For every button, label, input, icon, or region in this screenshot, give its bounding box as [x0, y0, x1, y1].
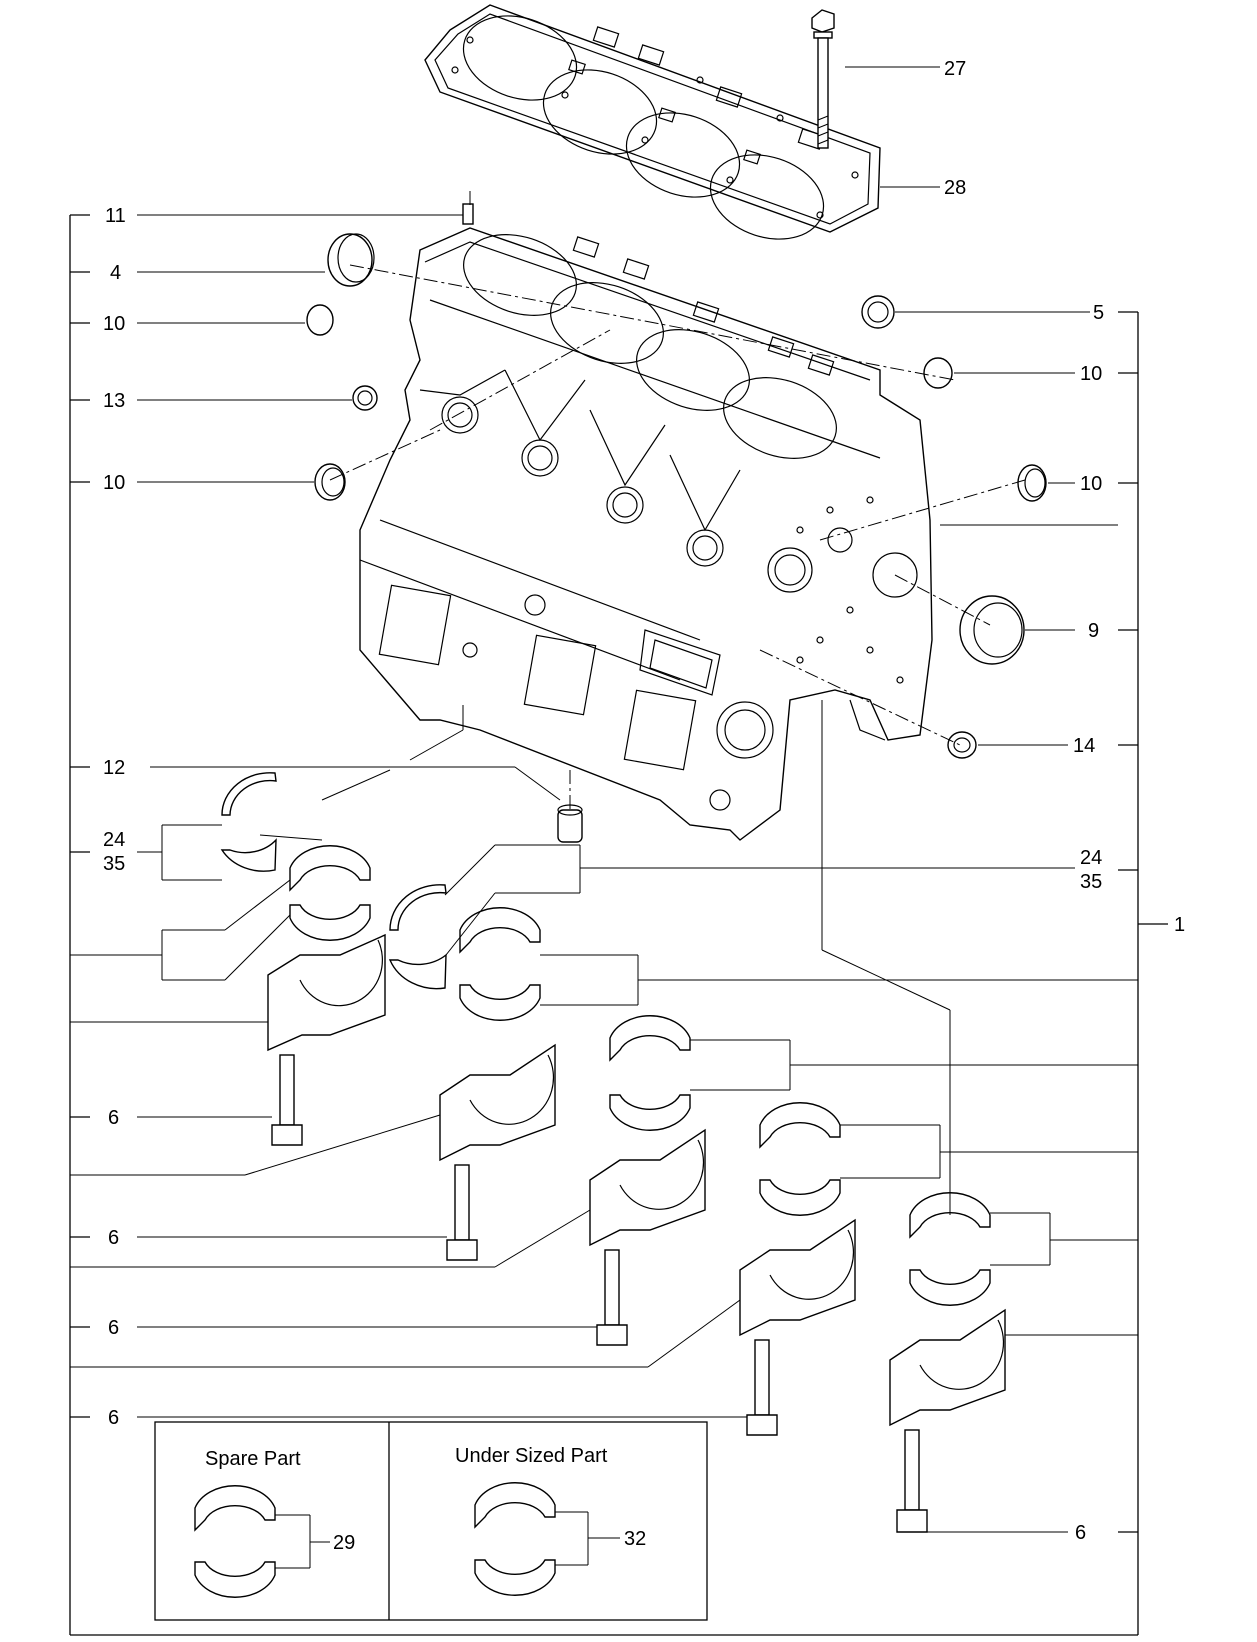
callout-24-left: 24: [103, 829, 125, 851]
spare-part-title: Spare Part: [205, 1448, 301, 1470]
callout-6-second: 6: [108, 1227, 119, 1249]
plug-10b: [314, 463, 346, 501]
callout-35-left: 35: [103, 853, 125, 875]
callout-4: 4: [110, 262, 121, 284]
bearing-set-3: [589, 1015, 706, 1346]
plug-10d: [1017, 464, 1047, 502]
plug-13: [352, 385, 378, 411]
callout-14: 14: [1073, 735, 1095, 757]
plug-10a: [306, 304, 334, 336]
center-lines: [329, 190, 1026, 810]
callout-35-right: 35: [1080, 871, 1102, 893]
bushing-9: [959, 595, 1025, 665]
callout-10-left-upper: 10: [103, 313, 125, 335]
callout-5: 5: [1093, 302, 1104, 324]
thrust-washer-left: [220, 772, 277, 872]
plug-10c: [923, 357, 953, 389]
callout-13: 13: [103, 390, 125, 412]
callout-11: 11: [105, 205, 126, 227]
plug-12: [557, 804, 583, 843]
callout-10-right-upper: 10: [1080, 363, 1102, 385]
thrust-washer-right: [388, 884, 447, 990]
callout-10-left-lower: 10: [103, 472, 125, 494]
head-gasket: [424, 4, 881, 240]
inset-box: [154, 1421, 708, 1621]
callout-32: 32: [624, 1528, 646, 1550]
callout-28: 28: [944, 177, 966, 199]
leader-lines: [70, 66, 1138, 1533]
head-bolt: [811, 9, 835, 149]
bearing-set-5: [889, 1192, 1006, 1533]
callout-6-fourth: 6: [108, 1407, 119, 1429]
callout-29: 29: [333, 1532, 355, 1554]
right-bracket: [1118, 311, 1168, 1635]
undersized-part-title: Under Sized Part: [455, 1445, 608, 1467]
dowel-pin-11: [462, 203, 474, 225]
callout-labels: 27 28 11 4 10 13 10 5 10 10 9 14 12 24 3…: [103, 58, 1185, 1554]
bearing-set-2: [439, 907, 556, 1261]
callout-1: 1: [1174, 914, 1185, 936]
left-bracket: [69, 214, 1138, 1636]
bearing-set-4: [739, 1102, 856, 1436]
callout-24-right: 24: [1080, 847, 1102, 869]
cylinder-block: [359, 227, 933, 841]
callout-9: 9: [1088, 620, 1099, 642]
callout-6-third: 6: [108, 1317, 119, 1339]
plug-5: [861, 295, 895, 329]
plug-4: [327, 233, 375, 287]
callout-27: 27: [944, 58, 966, 80]
callout-6-first: 6: [108, 1107, 119, 1129]
callout-6-fifth: 6: [1075, 1522, 1086, 1544]
bearing-set-1: [267, 845, 386, 1146]
callout-12: 12: [103, 757, 125, 779]
callout-10-right-lower: 10: [1080, 473, 1102, 495]
plug-14: [947, 731, 977, 759]
